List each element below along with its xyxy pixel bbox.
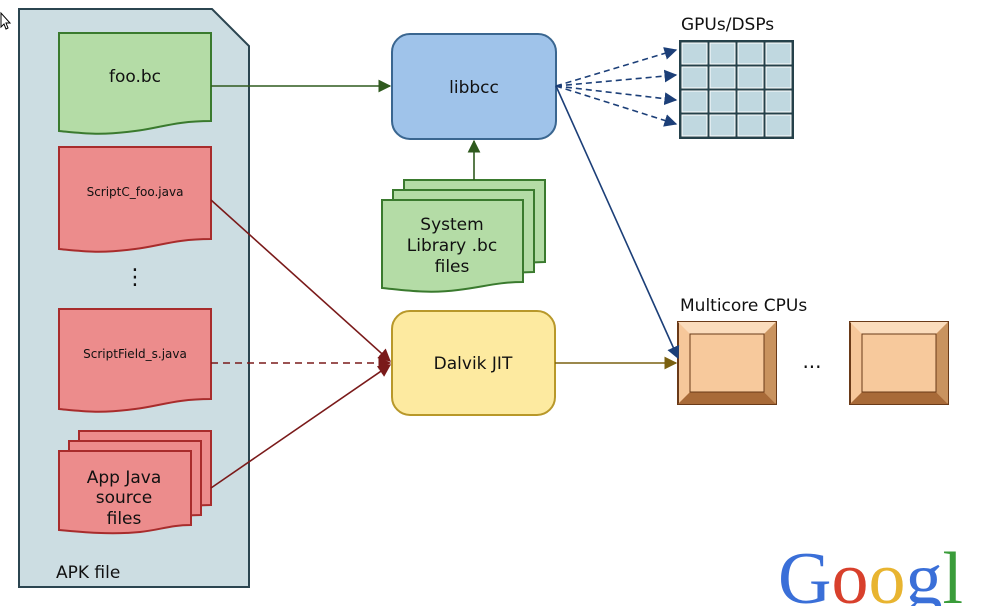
scriptc-label: ScriptC_foo.java (87, 185, 184, 199)
cpu-core-2-bevel-right (936, 322, 948, 404)
gpu-grid (679, 40, 794, 139)
cpu-core-2-bevel-bottom (850, 392, 948, 404)
gpu-cell (765, 66, 792, 89)
google-logo-letter-4: g (905, 538, 942, 606)
gpu-cell (681, 66, 708, 89)
dalvik-jit-box: Dalvik JIT (391, 310, 556, 416)
system-library-line1: System (420, 215, 483, 235)
mouse-cursor-icon (0, 11, 12, 30)
scriptfield-label: ScriptField_s.java (83, 347, 187, 361)
dalvik-jit-label: Dalvik JIT (434, 354, 513, 374)
google-logo: Googl (778, 538, 963, 606)
arrows (210, 47, 680, 489)
foo-bc-file: foo.bc (58, 32, 212, 135)
foo-bc-shape (58, 32, 212, 135)
libbcc-label: libbcc (449, 78, 499, 98)
google-logo-letter-3: o (868, 538, 905, 606)
foo-bc-label: foo.bc (109, 67, 161, 87)
app-java-front-sheet (58, 450, 192, 535)
cpu-core-1 (677, 321, 777, 405)
cpu-core-1-bevel-right (764, 322, 776, 404)
cpu-core-1-bevel-top (678, 322, 776, 334)
gpu-cell (709, 90, 736, 113)
files-ellipsis: ⋮ (124, 265, 146, 290)
cpus-ellipsis: ... (802, 349, 821, 373)
gpu-cell (709, 114, 736, 137)
gpu-dsp-group: GPUs/DSPs (679, 15, 794, 139)
gpu-cell (681, 90, 708, 113)
gpu-cell (709, 42, 736, 65)
arrow-libbcc-to-gpu-2 (555, 69, 678, 87)
gpu-cell (765, 90, 792, 113)
gpu-cell (681, 114, 708, 137)
system-library-front-sheet (381, 199, 524, 293)
gpu-cell (737, 114, 764, 137)
gpus-label: GPUs/DSPs (681, 15, 774, 35)
cpu-core-1-face (689, 333, 765, 393)
gpu-cell (709, 66, 736, 89)
google-logo-letter-2: o (831, 538, 868, 606)
app-java-stack: App Java source files (58, 430, 212, 535)
arrow-libbcc-to-cpu (555, 85, 680, 360)
google-logo-letter-5: l (942, 538, 963, 606)
system-library-line2: Library .bc (407, 236, 497, 256)
scriptc-file: ScriptC_foo.java (58, 146, 212, 253)
cpus-label: Multicore CPUs (680, 296, 807, 316)
arrow-libbcc-to-gpu-1 (555, 47, 678, 87)
cpu-group: Multicore CPUs ... (677, 296, 949, 405)
app-java-label-line1: App Java (87, 468, 162, 488)
arrow-libbcc-to-gpu-3 (555, 85, 678, 106)
system-library-line3: files (435, 257, 470, 277)
arrow-scriptc-to-dalvik (210, 199, 391, 362)
cpu-core-2-face (861, 333, 937, 393)
scriptc-shape (58, 146, 212, 253)
scriptfield-file: ScriptField_s.java (58, 308, 212, 413)
cpu-core-1-bevel-bottom (678, 392, 776, 404)
cpu-core-2 (849, 321, 949, 405)
arrow-appjava-to-dalvik (210, 364, 392, 489)
gpu-cell (737, 42, 764, 65)
apk-label: APK file (56, 563, 120, 583)
system-library-stack: System Library .bc files (381, 179, 546, 293)
arrow-libbcc-to-gpu-4 (555, 85, 678, 127)
gpu-cell (737, 66, 764, 89)
gpu-cell (765, 114, 792, 137)
gpu-cell (765, 42, 792, 65)
gpu-cell (681, 42, 708, 65)
scriptfield-shape (58, 308, 212, 413)
google-logo-letter-1: G (778, 538, 831, 606)
google-logo-text: Googl (778, 538, 963, 606)
gpu-cell (737, 90, 764, 113)
app-java-label-line2: source (96, 488, 152, 508)
cpu-core-2-bevel-top (850, 322, 948, 334)
libbcc-box: libbcc (391, 33, 557, 140)
app-java-label-line3: files (107, 509, 142, 529)
